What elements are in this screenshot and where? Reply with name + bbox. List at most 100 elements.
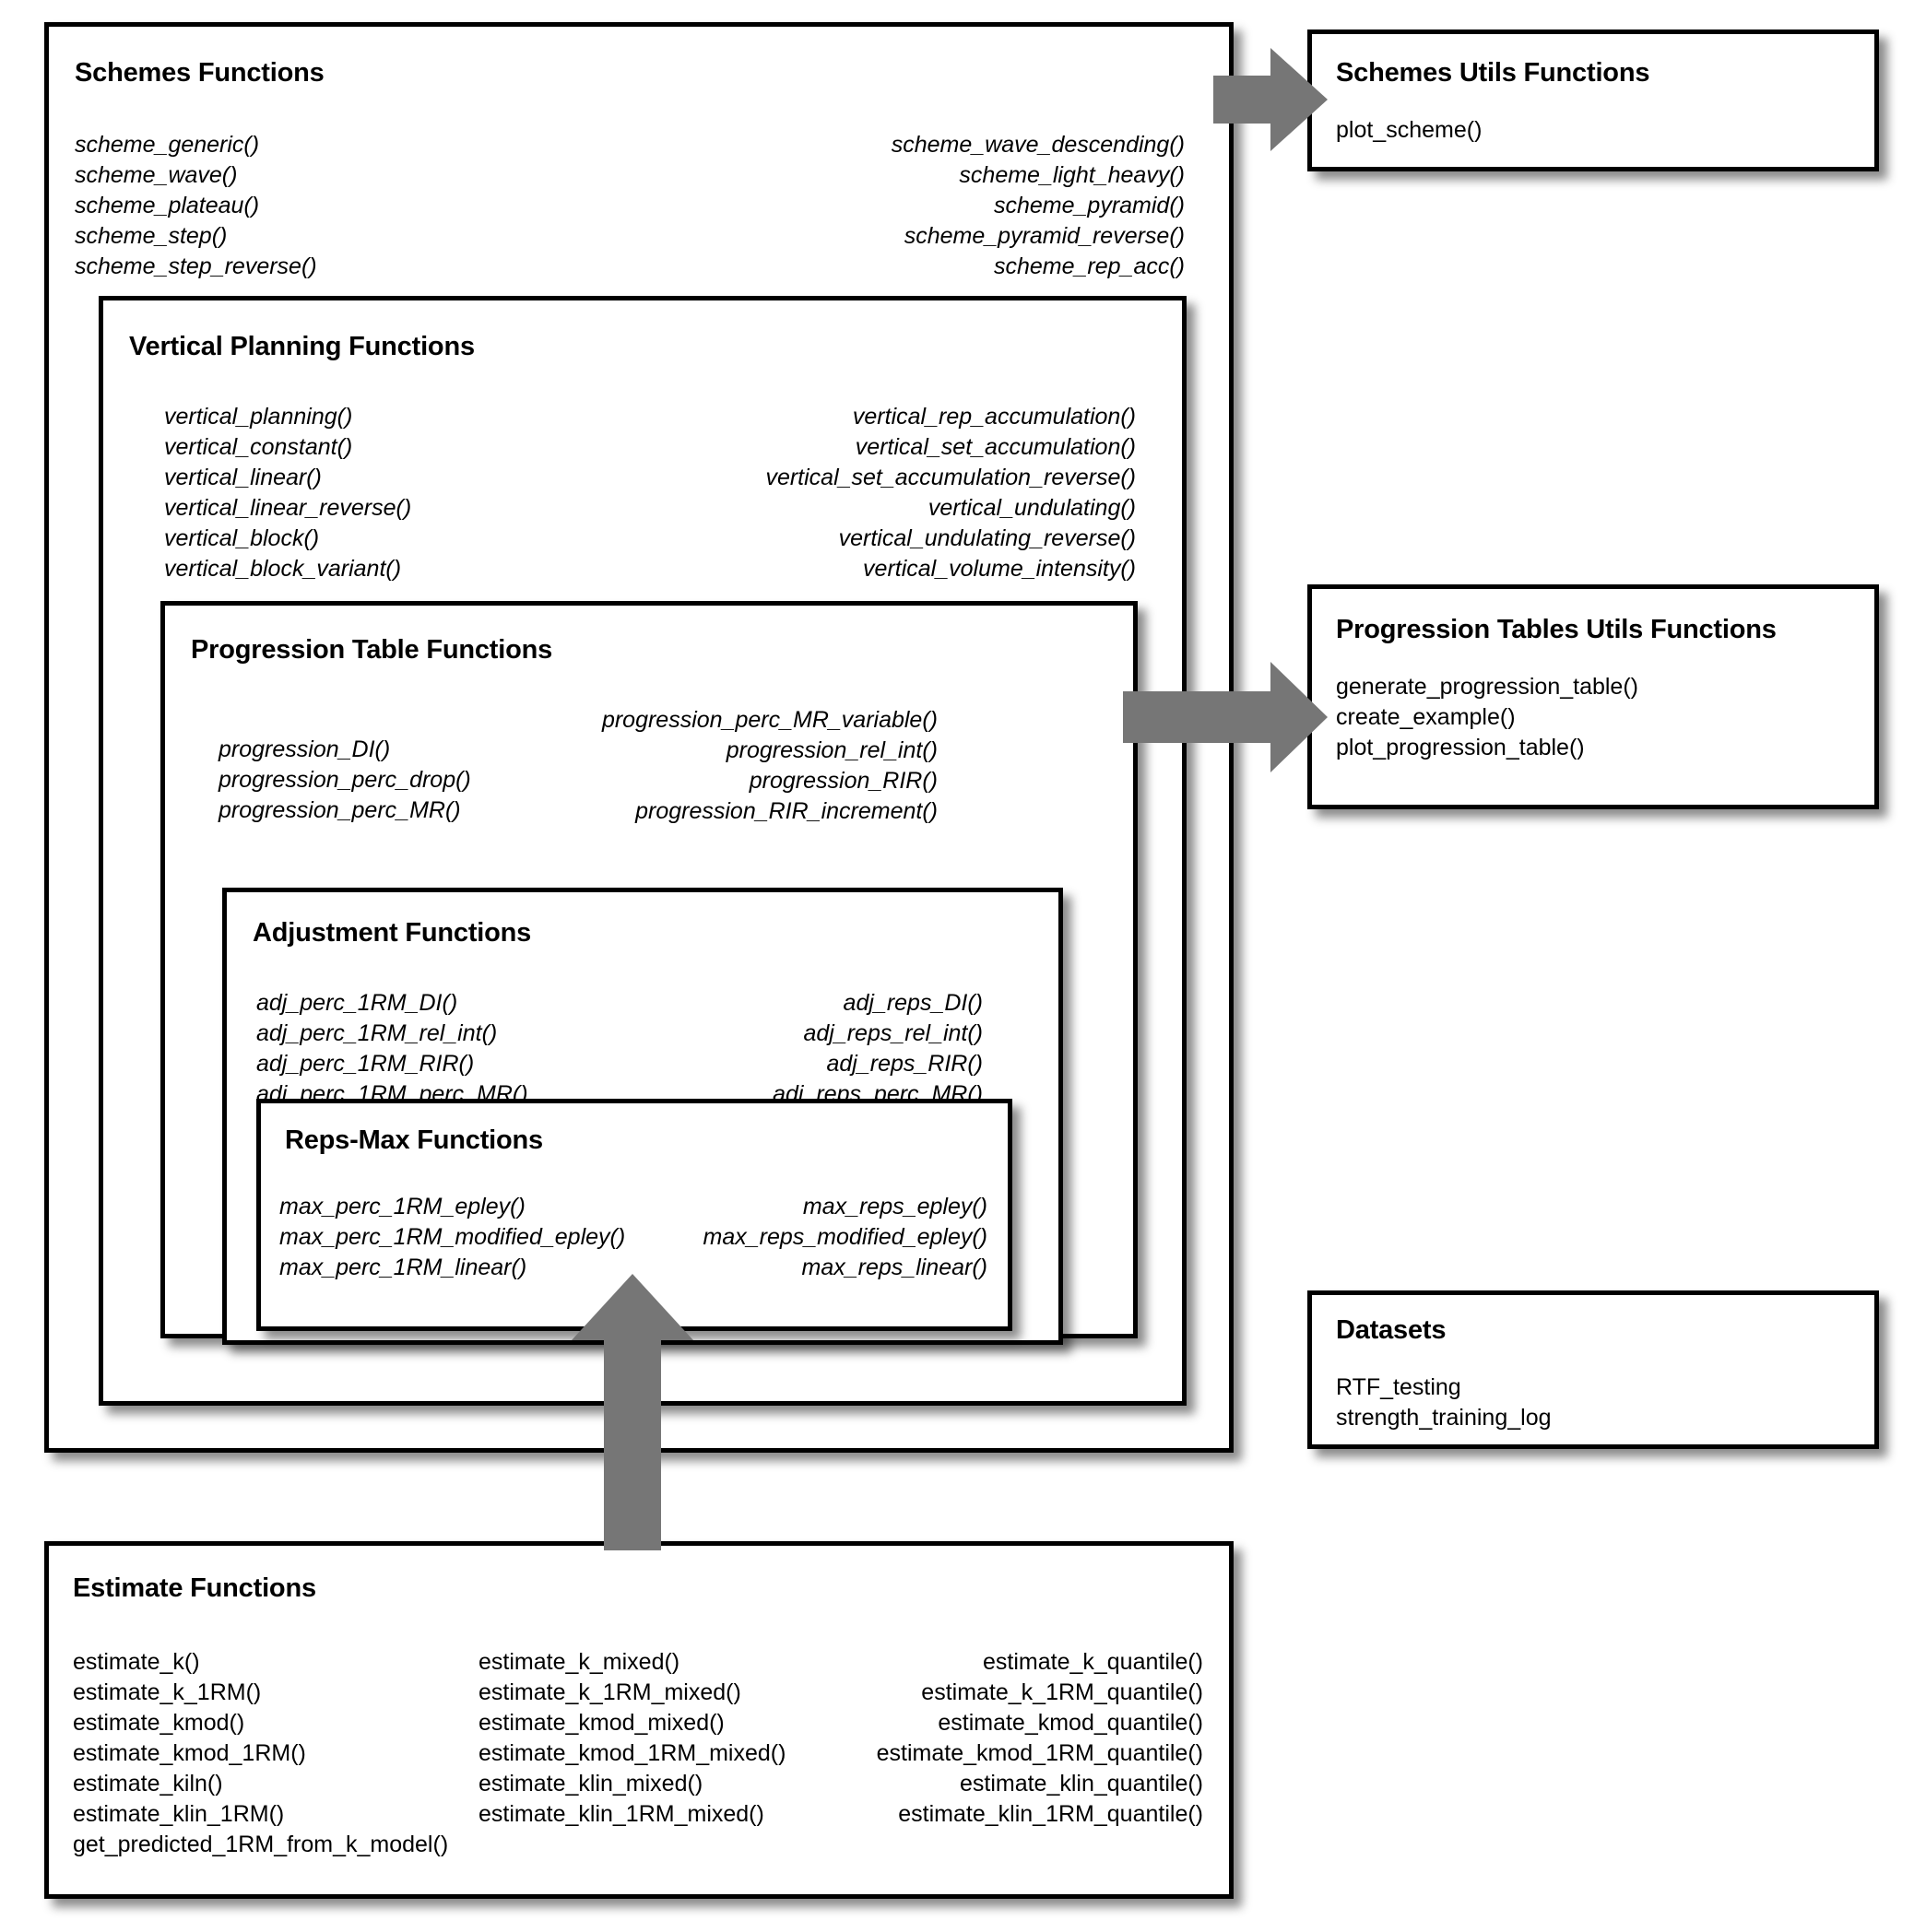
list-item: max_reps_epley() [802, 1194, 987, 1219]
list-item: adj_perc_1RM_rel_int() [256, 1020, 498, 1046]
list-item: plot_scheme() [1336, 117, 1483, 143]
list-item: vertical_undulating() [927, 495, 1136, 521]
adjustment-functions-title: Adjustment Functions [253, 918, 532, 948]
estimate-functions-title: Estimate Functions [73, 1573, 316, 1603]
list-item: scheme_wave_descending() [891, 132, 1185, 158]
list-item: estimate_kiln() [73, 1771, 223, 1797]
list-item: estimate_klin_1RM_quantile() [898, 1801, 1203, 1827]
list-item: estimate_kmod_quantile() [938, 1710, 1203, 1736]
list-item: estimate_k() [73, 1649, 200, 1675]
progression-left-list: progression_DI() progression_perc_drop()… [219, 735, 471, 826]
list-item: vertical_undulating_reverse() [838, 525, 1136, 551]
list-item: vertical_constant() [164, 434, 353, 460]
list-item: estimate_kmod() [73, 1710, 245, 1736]
list-item: estimate_kmod_mixed() [478, 1710, 725, 1736]
estimate-col3-list: estimate_k_quantile() estimate_k_1RM_qua… [877, 1647, 1203, 1830]
list-item: vertical_linear_reverse() [164, 495, 412, 521]
vertical-planning-functions-box: Vertical Planning Functions vertical_pla… [99, 296, 1187, 1406]
arrow-right-icon-progression-to-utils [1123, 654, 1328, 780]
repsmax-right-list: max_reps_epley() max_reps_modified_epley… [703, 1192, 987, 1283]
arrow-up-icon-estimate-to-repsmax [572, 1274, 693, 1550]
list-item: scheme_rep_acc() [993, 253, 1185, 279]
progression-right-list: progression_perc_MR_variable() progressi… [602, 705, 938, 827]
schemes-functions-box: Schemes Functions scheme_generic() schem… [44, 22, 1234, 1453]
list-item: scheme_step_reverse() [75, 253, 317, 279]
list-item: estimate_k_quantile() [982, 1649, 1203, 1675]
progression-tables-utils-title: Progression Tables Utils Functions [1336, 615, 1777, 644]
list-item: adj_reps_rel_int() [803, 1020, 983, 1046]
adjustment-functions-box: Adjustment Functions adj_perc_1RM_DI() a… [222, 888, 1063, 1345]
datasets-title: Datasets [1336, 1315, 1447, 1345]
list-item: max_perc_1RM_linear() [279, 1255, 527, 1280]
list-item: estimate_klin_quantile() [959, 1771, 1203, 1797]
vertical-right-list: vertical_rep_accumulation() vertical_set… [765, 402, 1136, 584]
estimate-col1-list: estimate_k() estimate_k_1RM() estimate_k… [73, 1647, 448, 1860]
schemes-functions-title: Schemes Functions [75, 58, 325, 88]
list-item: estimate_kmod_1RM_quantile() [876, 1740, 1203, 1766]
list-item: vertical_planning() [164, 404, 353, 430]
vertical-left-list: vertical_planning() vertical_constant() … [164, 402, 411, 584]
list-item: scheme_pyramid_reverse() [904, 223, 1185, 249]
list-item: progression_rel_int() [726, 737, 938, 763]
list-item: scheme_wave() [75, 162, 238, 188]
list-item: strength_training_log [1336, 1405, 1552, 1431]
list-item: plot_progression_table() [1336, 735, 1585, 760]
list-item: vertical_set_accumulation_reverse() [765, 465, 1136, 490]
schemes-utils-functions-box: Schemes Utils Functions plot_scheme() [1307, 29, 1879, 171]
estimate-col2-list: estimate_k_mixed() estimate_k_1RM_mixed(… [478, 1647, 786, 1830]
list-item: estimate_k_mixed() [478, 1649, 680, 1675]
list-item: RTF_testing [1336, 1374, 1461, 1400]
list-item: scheme_plateau() [75, 193, 260, 218]
progression-tables-utils-functions-box: Progression Tables Utils Functions gener… [1307, 584, 1879, 809]
list-item: estimate_kmod_1RM() [73, 1740, 306, 1766]
list-item: progression_RIR() [749, 768, 938, 794]
list-item: progression_DI() [219, 736, 391, 762]
list-item: vertical_linear() [164, 465, 322, 490]
progression-table-title: Progression Table Functions [191, 635, 553, 665]
vertical-planning-title: Vertical Planning Functions [129, 332, 475, 361]
list-item: progression_perc_MR_variable() [601, 707, 938, 733]
datasets-list: RTF_testing strength_training_log [1336, 1372, 1552, 1433]
list-item: scheme_pyramid() [993, 193, 1185, 218]
reps-max-functions-title: Reps-Max Functions [285, 1125, 543, 1155]
list-item: adj_reps_DI() [843, 990, 983, 1016]
adjustment-right-list: adj_reps_DI() adj_reps_rel_int() adj_rep… [773, 988, 983, 1110]
list-item: estimate_kmod_1RM_mixed() [478, 1740, 786, 1766]
list-item: estimate_klin_mixed() [478, 1771, 703, 1797]
list-item: progression_perc_MR() [219, 797, 461, 823]
list-item: estimate_klin_1RM_mixed() [478, 1801, 764, 1827]
list-item: adj_reps_RIR() [826, 1051, 983, 1077]
schemes-utils-list: plot_scheme() [1336, 115, 1482, 146]
datasets-box: Datasets RTF_testing strength_training_l… [1307, 1290, 1879, 1449]
schemes-left-list: scheme_generic() scheme_wave() scheme_pl… [75, 130, 317, 282]
list-item: create_example() [1336, 704, 1516, 730]
schemes-right-list: scheme_wave_descending() scheme_light_he… [892, 130, 1185, 282]
list-item: estimate_k_1RM_mixed() [478, 1679, 741, 1705]
list-item: progression_perc_drop() [219, 767, 471, 793]
repsmax-left-list: max_perc_1RM_epley() max_perc_1RM_modifi… [279, 1192, 625, 1283]
list-item: max_perc_1RM_epley() [279, 1194, 526, 1219]
list-item: max_perc_1RM_modified_epley() [279, 1224, 626, 1250]
list-item: get_predicted_1RM_from_k_model() [73, 1832, 449, 1857]
list-item: estimate_k_1RM() [73, 1679, 262, 1705]
list-item: vertical_rep_accumulation() [852, 404, 1136, 430]
list-item: max_reps_linear() [801, 1255, 987, 1280]
progression-tables-utils-list: generate_progression_table() create_exam… [1336, 672, 1638, 763]
list-item: scheme_step() [75, 223, 228, 249]
list-item: adj_perc_1RM_DI() [256, 990, 458, 1016]
schemes-utils-title: Schemes Utils Functions [1336, 58, 1650, 88]
arrow-right-icon-schemes-to-utils [1213, 41, 1328, 159]
progression-table-functions-box: Progression Table Functions progression_… [160, 601, 1138, 1345]
list-item: max_reps_modified_epley() [703, 1224, 987, 1250]
list-item: scheme_light_heavy() [959, 162, 1185, 188]
list-item: generate_progression_table() [1336, 674, 1638, 700]
list-item: scheme_generic() [75, 132, 260, 158]
list-item: progression_RIR_increment() [635, 798, 938, 824]
estimate-functions-box: Estimate Functions estimate_k() estimate… [44, 1541, 1234, 1899]
list-item: vertical_block_variant() [164, 556, 402, 582]
list-item: vertical_set_accumulation() [855, 434, 1136, 460]
list-item: adj_perc_1RM_RIR() [256, 1051, 475, 1077]
adjustment-left-list: adj_perc_1RM_DI() adj_perc_1RM_rel_int()… [256, 988, 528, 1110]
list-item: estimate_klin_1RM() [73, 1801, 285, 1827]
